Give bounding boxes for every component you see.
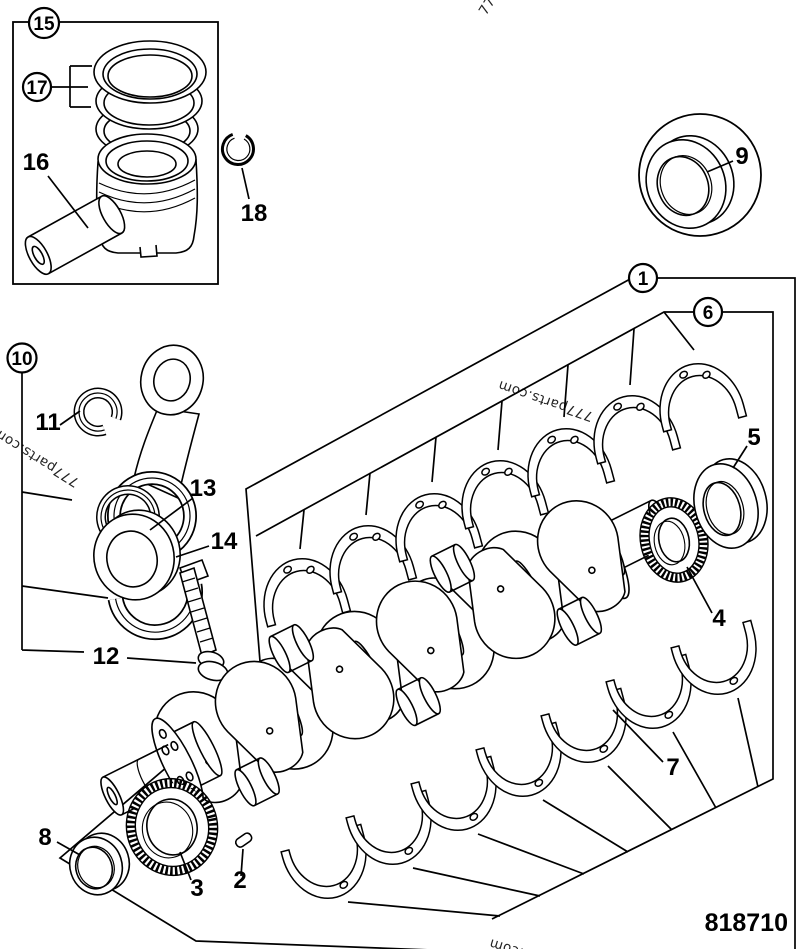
gudgeon-pin <box>24 194 126 276</box>
label-14: 14 <box>211 528 238 555</box>
callout-17: 17 <box>21 71 53 103</box>
part-number: 818710 <box>705 909 788 937</box>
label-8: 8 <box>38 824 51 851</box>
front-seal <box>68 832 131 896</box>
callout-6: 6 <box>692 296 724 328</box>
label-16: 16 <box>23 149 50 176</box>
callout-circles: 15 17 10 1 6 <box>6 6 724 374</box>
label-4: 4 <box>712 605 726 632</box>
woodruff-key <box>234 832 253 848</box>
piston-assembly-box <box>12 21 219 285</box>
crankshaft-gear <box>125 777 219 877</box>
upper-main-shell-7 <box>647 353 748 439</box>
watermark-top: 777parts.com <box>476 0 542 18</box>
rings-bracket <box>51 65 92 108</box>
main-bearing-bracket <box>255 311 774 920</box>
label-2: 2 <box>233 867 246 894</box>
rod-bolt <box>179 566 229 682</box>
watermark-middle: 777parts.com <box>496 377 595 425</box>
callout-10: 10 <box>6 342 38 374</box>
label-3: 3 <box>190 875 203 902</box>
label-5: 5 <box>747 424 760 451</box>
rod-bracket <box>21 373 109 653</box>
callout-15-number: 15 <box>33 14 55 35</box>
callout-6-number: 6 <box>703 303 714 324</box>
callout-15: 15 <box>27 6 61 40</box>
rear-gear <box>639 497 709 583</box>
circlip <box>220 132 255 200</box>
connecting-rod-assembly <box>21 344 229 682</box>
callout-17-number: 17 <box>26 78 47 99</box>
callout-10-number: 10 <box>11 349 32 370</box>
leader-lines <box>47 175 748 881</box>
label-18: 18 <box>241 200 268 227</box>
labels: 16 18 9 11 13 14 12 5 4 7 3 2 8 <box>23 143 761 902</box>
big-end-bearing-ring <box>93 509 181 601</box>
label-12: 12 <box>93 643 120 670</box>
label-11: 11 <box>35 409 60 436</box>
label-13: 13 <box>190 475 217 502</box>
watermark-bottom: 777parts.com <box>487 935 587 949</box>
callout-1: 1 <box>627 262 659 294</box>
crankshaft-seal <box>645 134 735 230</box>
thrust-ring <box>693 457 768 550</box>
label-7: 7 <box>666 754 679 781</box>
seal-detail <box>638 113 762 237</box>
callout-1-number: 1 <box>638 269 649 290</box>
label-9: 9 <box>735 143 748 170</box>
assembly-box <box>58 277 796 949</box>
